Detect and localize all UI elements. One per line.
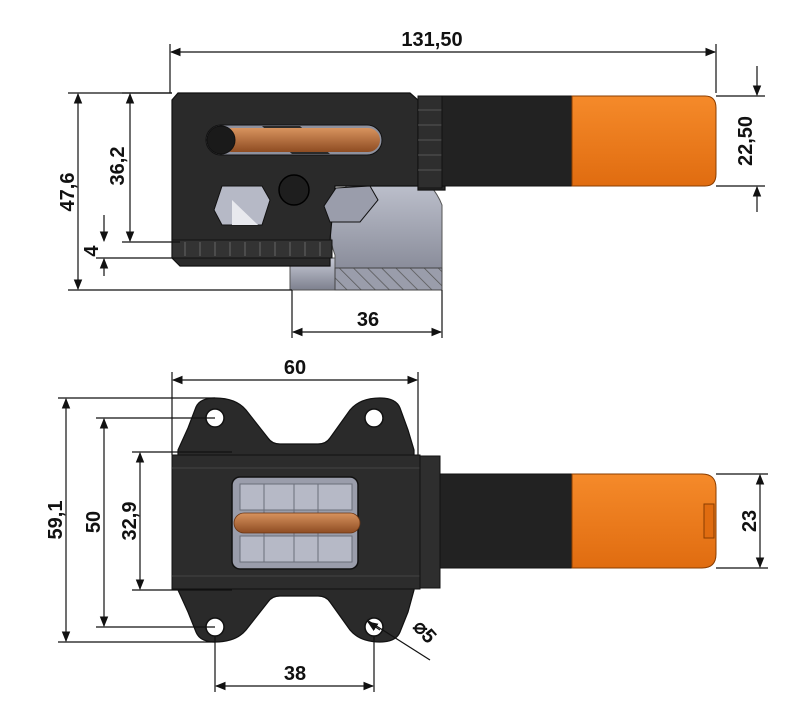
- dim-overall-length: 131,50: [401, 29, 462, 51]
- dimensions-side: 131,50 47,6 36,2 4 22,50 36: [57, 29, 765, 338]
- top-rod: [233, 512, 361, 534]
- top-collar: [419, 455, 441, 589]
- collar-ribs: [418, 109, 442, 171]
- window-upper: [239, 483, 353, 511]
- dim-hole-diameter: ⌀5: [409, 616, 441, 648]
- dim-window-height: 32,9: [119, 502, 141, 541]
- dim-height-small: 4: [81, 245, 103, 257]
- pivot-hole: [278, 174, 310, 206]
- dim-overall-height: 59,1: [45, 501, 67, 540]
- dim-plate-width: 60: [284, 357, 306, 379]
- dim-height-mid: 36,2: [107, 147, 129, 186]
- cutout-right: [323, 185, 379, 223]
- mount-hole-tr: [364, 408, 384, 428]
- grip-clip: [703, 503, 715, 539]
- cutout-left-inner: [232, 200, 258, 225]
- dim-base-width: 36: [357, 309, 379, 331]
- cutout-left: [213, 185, 271, 226]
- dim-hole-spacing-vertical: 50: [83, 511, 105, 533]
- dim-handle-width: 23: [739, 510, 761, 532]
- top-view: [171, 397, 717, 643]
- serrated-strip: [171, 239, 333, 259]
- side-rod: [220, 128, 380, 152]
- handle-grip: [571, 95, 717, 187]
- top-handle-shaft: [439, 473, 573, 569]
- dim-handle-height: 22,50: [735, 116, 757, 166]
- window-lower: [239, 535, 353, 563]
- side-view: [171, 92, 717, 291]
- top-handle-grip: [571, 473, 717, 569]
- serrations: [184, 242, 321, 256]
- hatched-section: [334, 267, 443, 291]
- handle-shaft: [441, 95, 573, 187]
- dim-hole-spacing-horizontal: 38: [284, 663, 306, 685]
- dim-height-total: 47,6: [57, 173, 79, 212]
- rod-end: [206, 125, 236, 155]
